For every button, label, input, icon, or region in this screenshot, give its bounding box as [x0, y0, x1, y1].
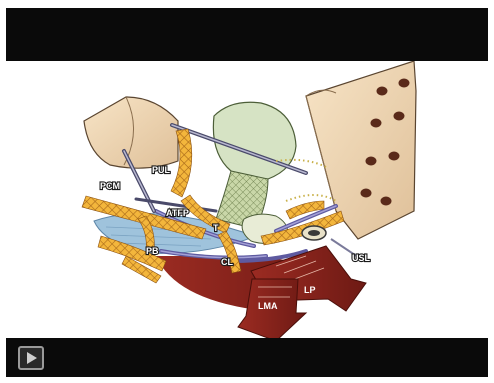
video-controls-bar [6, 338, 488, 377]
label-pb: PB [146, 246, 159, 256]
label-t: T [213, 223, 219, 233]
label-atfp: ATFP [166, 208, 189, 218]
label-lp: LP [304, 285, 316, 295]
anatomy-illustration: PUL PCM ATFP T PB CL USL LP LMA [6, 61, 488, 338]
play-icon [27, 352, 37, 364]
pubic-bone [84, 97, 178, 168]
video-title-bar [6, 8, 488, 61]
label-usl: USL [352, 253, 371, 263]
play-button[interactable] [18, 346, 44, 370]
pelvic-floor-diagram: PUL PCM ATFP T PB CL USL LP LMA [6, 61, 488, 338]
label-lma: LMA [258, 301, 278, 311]
label-pcm: PCM [100, 181, 120, 191]
label-cl: CL [221, 257, 233, 267]
label-pul: PUL [152, 165, 171, 175]
